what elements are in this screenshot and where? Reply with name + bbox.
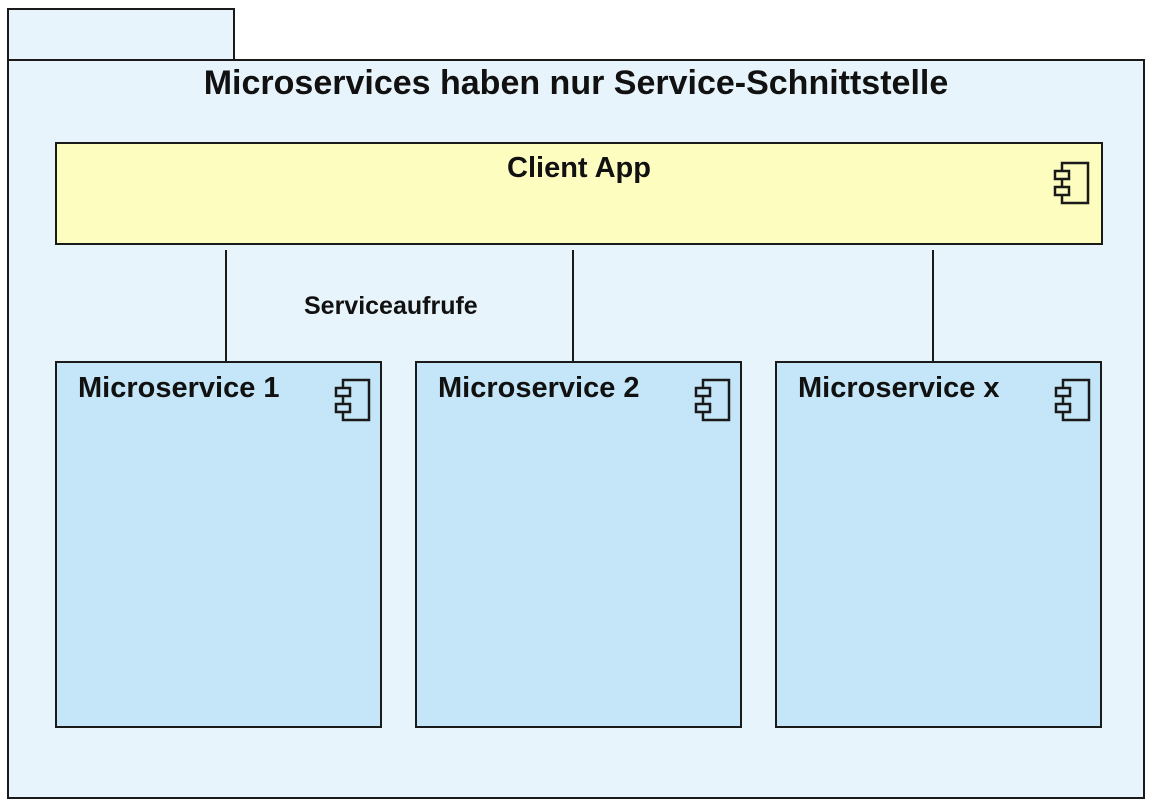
client-app-component: Client App <box>55 142 1103 245</box>
microservice-x-component: Microservice x <box>775 361 1102 728</box>
microservice-1-title: Microservice 1 <box>78 372 280 404</box>
microservice-x-title: Microservice x <box>798 372 1000 404</box>
microservice-1-component: Microservice 1 <box>55 361 382 728</box>
microservice-2-component: Microservice 2 <box>415 361 742 728</box>
uml-component-icon <box>1054 378 1091 422</box>
uml-component-icon <box>694 378 731 422</box>
uml-component-icon <box>334 378 371 422</box>
package-title: Microservices haben nur Service-Schnitts… <box>203 64 949 102</box>
microservice-2-title: Microservice 2 <box>438 372 640 404</box>
uml-component-icon <box>1053 161 1090 205</box>
connector-label: Serviceaufrufe <box>304 292 478 320</box>
client-app-title: Client App <box>507 152 651 184</box>
